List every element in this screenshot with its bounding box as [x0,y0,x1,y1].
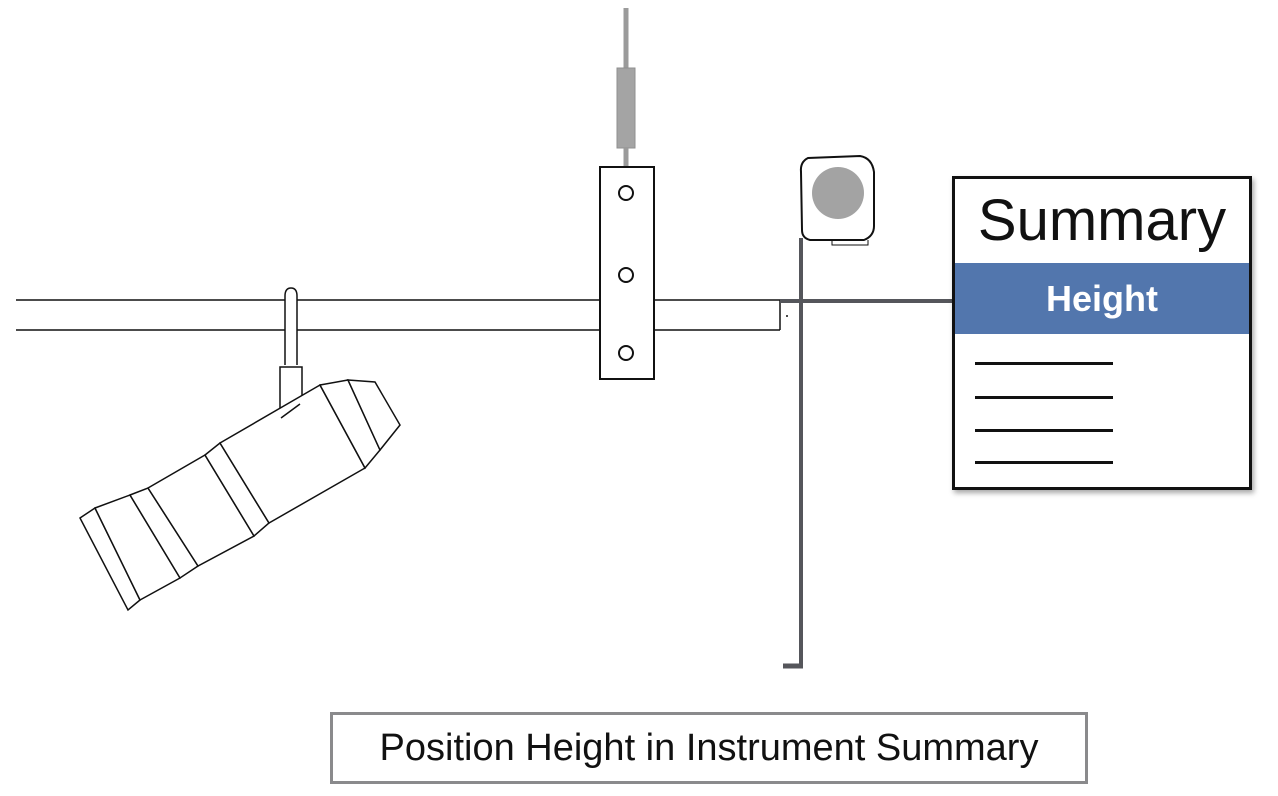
hanger-rod [616,8,636,192]
summary-placeholder-line [975,461,1113,464]
diagram-caption: Position Height in Instrument Summary [330,712,1088,784]
height-field-highlight: Height [955,263,1249,334]
summary-title: Summary [977,188,1227,253]
batten-pipe [16,299,788,331]
summary-placeholder-line [975,429,1113,432]
tape-measure-icon [799,154,875,246]
measure-line [783,238,803,669]
summary-placeholder-line [975,362,1113,365]
instrument-summary-panel: Summary Height [952,176,1252,490]
summary-placeholder-line [975,396,1113,399]
boom-hanger-icon [599,166,655,380]
spotlight-icon [79,379,401,612]
